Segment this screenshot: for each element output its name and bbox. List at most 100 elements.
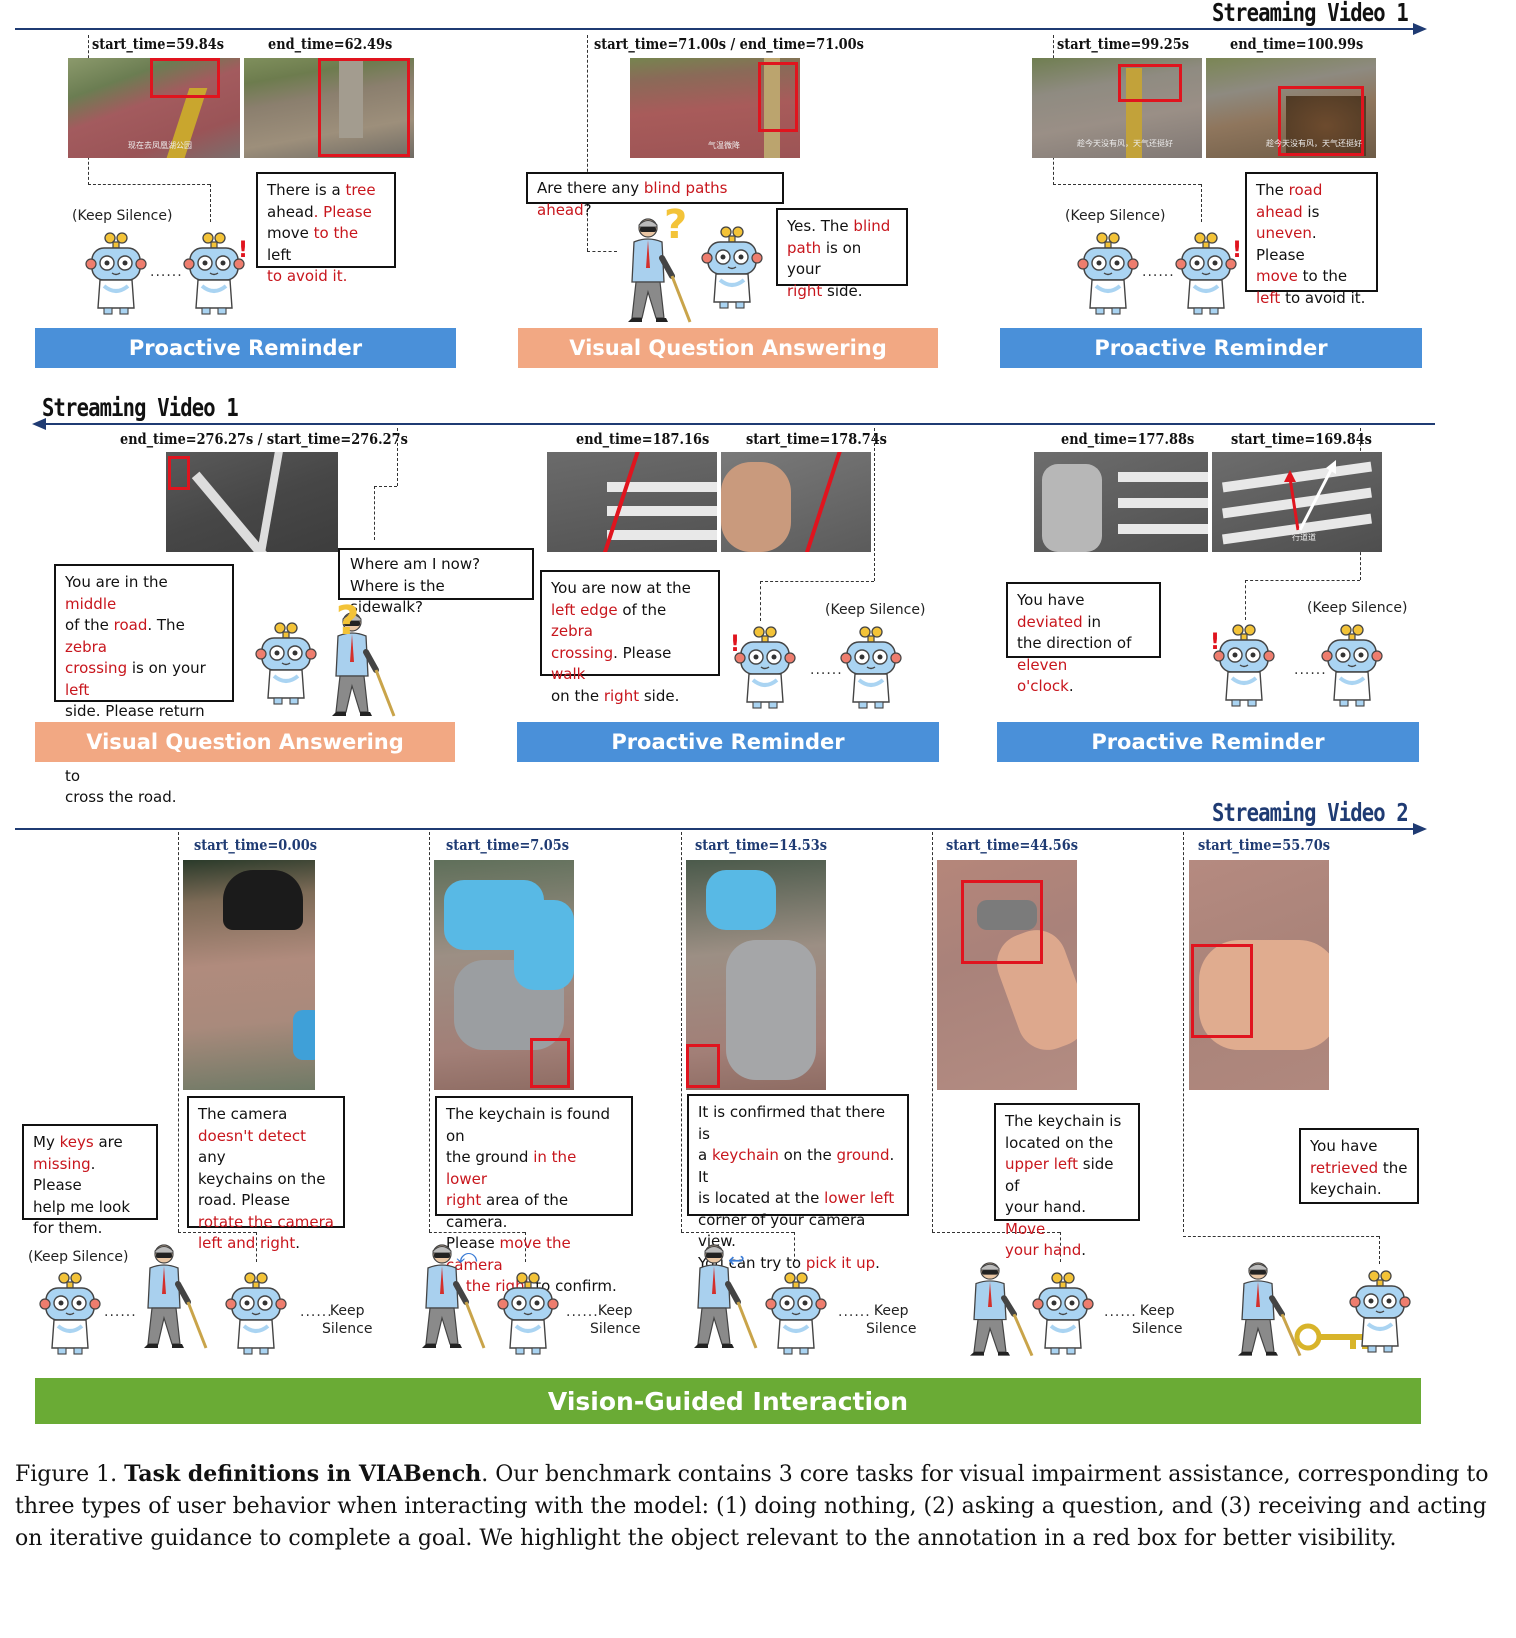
time-label: start_time=71.00s / end_time=71.00s <box>594 35 864 53</box>
highlight-text: left <box>65 680 90 699</box>
subtitle: 现在去凤凰湖公园 <box>128 141 192 150</box>
task-banner: Vision-Guided Interaction <box>35 1378 1421 1424</box>
video-title-1: Streaming Video 1 <box>1212 0 1409 27</box>
bubble-text: The keychain is found on the ground <box>446 1105 611 1166</box>
highlight-text: eleven o'clock <box>1017 655 1069 696</box>
bubble-text: You have <box>1017 591 1090 609</box>
highlight-text: . Please <box>313 202 372 221</box>
robot-icon <box>700 225 764 310</box>
highlight-text: middle <box>65 594 117 613</box>
robot-icon <box>1076 231 1140 316</box>
speech-bubble: The camera doesn't detect any keychains … <box>187 1096 345 1252</box>
robot-icon <box>1174 231 1238 316</box>
time-label: start_time=59.84s <box>92 35 224 53</box>
bubble-text: It is confirmed that there is a <box>698 1103 886 1164</box>
bubble-text: is on your <box>127 659 211 677</box>
highlight-text: lower left <box>824 1189 895 1207</box>
time-label: start_time=169.84s <box>1231 430 1372 448</box>
bubble-text: to the <box>1302 267 1348 285</box>
bubble-text: ? <box>583 200 592 219</box>
speech-bubble: The keychain is found on the ground in t… <box>435 1096 633 1295</box>
robot-icon <box>1031 1271 1095 1356</box>
time-label: end_time=187.16s <box>576 430 710 448</box>
highlight-text: left edge <box>551 600 618 619</box>
video-frame: 气温微降 <box>630 58 800 158</box>
highlight-text: right <box>603 686 640 705</box>
time-label: start_time=14.53s <box>695 836 827 854</box>
video-frame <box>1034 452 1208 552</box>
bubble-text: to avoid it. <box>1280 288 1366 307</box>
timeline-row1 <box>15 28 1415 30</box>
figure-caption: Figure 1. Task definitions in VIABench. … <box>15 1461 1489 1551</box>
speech-bubble: Are there any blind paths ahead? <box>526 172 784 219</box>
time-label: end_time=276.27s / start_time=276.27s <box>120 430 408 448</box>
highlight-text: upper left <box>1005 1155 1079 1173</box>
highlight-text: blind paths ahead <box>537 179 733 219</box>
bubble-text: . Please <box>1256 224 1317 264</box>
keep-silence-label: Keep Silence <box>322 1303 373 1337</box>
task-banner: Proactive Reminder <box>997 722 1419 762</box>
highlight-text: zebra crossing <box>65 637 128 678</box>
bubble-text: . <box>295 1234 301 1252</box>
speech-bubble: The road ahead is uneven. Please move to… <box>1245 172 1378 307</box>
highlight-text: in the lower right <box>446 1148 577 1209</box>
bubble-text: The keychain is located on the <box>1005 1112 1122 1152</box>
speech-bubble: Yes. The blind path is on your right sid… <box>776 208 908 300</box>
robot-icon <box>1212 623 1276 708</box>
person-icon <box>684 1244 760 1350</box>
highlight-text: retrieved <box>1310 1158 1379 1177</box>
robot-icon <box>1348 1269 1412 1354</box>
highlight-text: walk <box>551 665 586 683</box>
bubble-text: My <box>33 1133 60 1151</box>
highlight-text: deviated <box>1017 612 1083 631</box>
highlight-text: to avoid it. <box>267 267 348 285</box>
video-frame: 趁今天没有风，天气还挺好 <box>1206 58 1376 158</box>
highlight-text: move <box>1256 267 1298 285</box>
video-frame: 趁今天没有风，天气还挺好 <box>1032 58 1202 158</box>
bubble-text: . <box>1081 1241 1087 1259</box>
bubble-text: . The <box>147 616 190 634</box>
speech-bubble: You are in the middle of the road. The z… <box>54 564 234 806</box>
highlight-text: keychain <box>711 1146 779 1164</box>
task-banner: Proactive Reminder <box>517 722 939 762</box>
bubble-text: is on your <box>787 238 862 279</box>
subtitle: 趁今天没有风，天气还挺好 <box>1266 139 1362 148</box>
timeline-arrow-icon <box>32 418 46 430</box>
highlight-text: right <box>787 281 823 300</box>
video-frame <box>547 452 717 552</box>
speech-bubble: It is confirmed that there is a keychain… <box>687 1094 909 1272</box>
highlight-text: pick it up <box>805 1253 876 1272</box>
video-frame <box>434 860 574 1090</box>
keep-silence-label: (Keep Silence) <box>1065 208 1166 224</box>
timeline-row3 <box>15 828 1415 830</box>
bubble-text: The camera <box>198 1105 288 1123</box>
task-banner: Visual Question Answering <box>35 722 455 762</box>
video-frame <box>244 58 414 158</box>
bubble-text: ahead <box>267 202 314 221</box>
bubble-text: left <box>267 245 292 264</box>
highlight-text: left <box>1256 288 1281 307</box>
highlight-text: ground <box>836 1146 890 1164</box>
highlight-text: doesn't detect <box>198 1126 307 1145</box>
video-frame <box>1189 860 1329 1090</box>
bubble-text: side. <box>822 281 863 300</box>
speech-bubble: You are now at the left edge of the zebr… <box>540 570 720 705</box>
keep-silence-label: (Keep Silence) <box>28 1249 129 1265</box>
bubble-text: move <box>267 224 309 242</box>
timeline-arrow-icon <box>1413 823 1427 835</box>
kneeling-person-icon <box>1228 1262 1304 1358</box>
bubble-text: in the direction of <box>1017 612 1132 653</box>
person-icon <box>322 612 398 718</box>
video-frame <box>937 860 1077 1090</box>
keep-silence-label: Keep Silence <box>866 1303 917 1337</box>
bubble-text: of the <box>617 600 671 619</box>
bubble-text: There is a <box>267 181 346 199</box>
robot-icon <box>224 1271 288 1356</box>
robot-icon <box>839 625 903 710</box>
time-label: start_time=99.25s <box>1057 35 1189 53</box>
time-label: end_time=62.49s <box>268 35 393 53</box>
keep-silence-label: (Keep Silence) <box>1307 600 1408 616</box>
bubble-text: . Please help me look for them. <box>33 1154 131 1238</box>
subtitle: 气温微降 <box>708 141 740 150</box>
time-label: start_time=0.00s <box>194 836 317 854</box>
